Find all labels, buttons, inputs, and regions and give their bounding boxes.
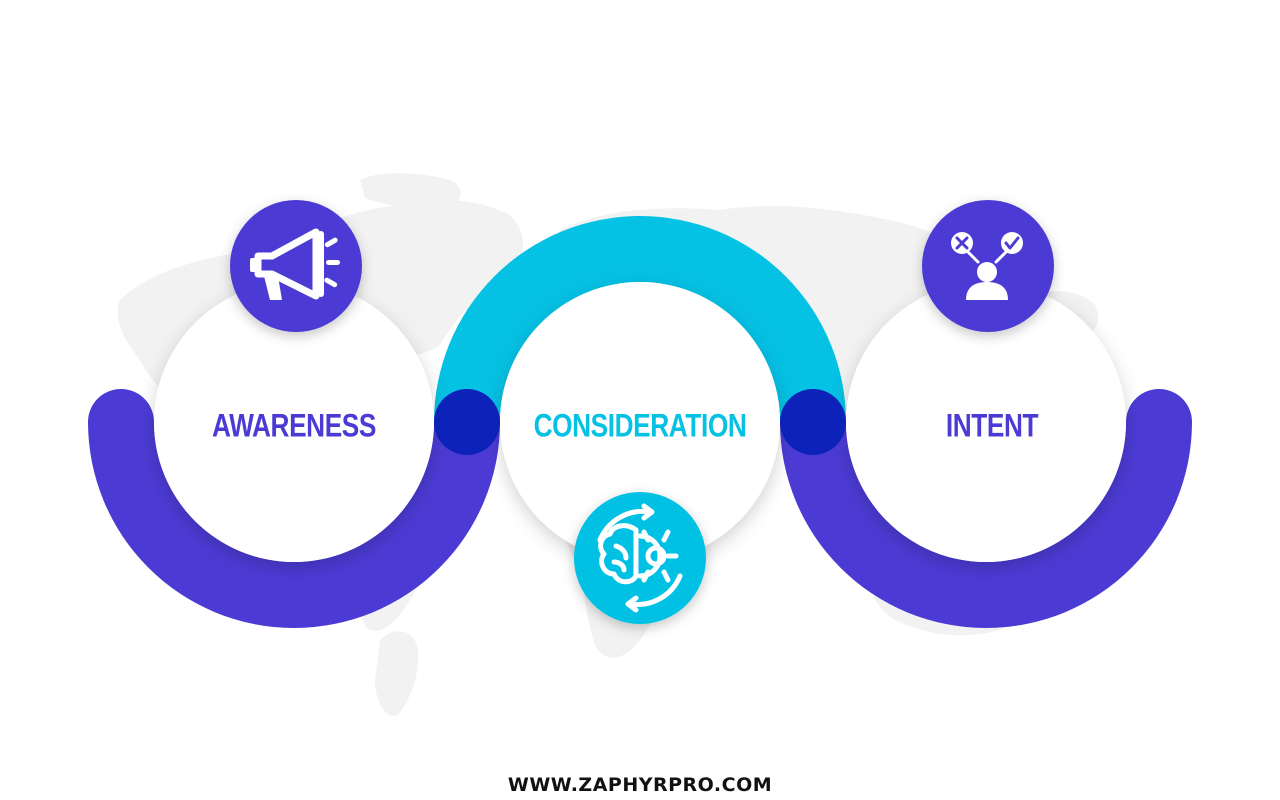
person-decision-icon <box>922 200 1054 332</box>
intent-arc <box>780 422 1192 628</box>
stage-label-awareness: AWARENESS <box>212 409 376 444</box>
stage-label-consideration: CONSIDERATION <box>534 409 747 444</box>
awareness-circle <box>154 282 434 562</box>
intent-arc-cap <box>1126 389 1192 455</box>
consideration-circle <box>500 282 780 562</box>
megaphone-icon <box>230 200 362 332</box>
footer-url[interactable]: WWW.ZAPHYRPRO.COM <box>507 774 773 796</box>
consideration-arc <box>434 216 846 422</box>
awareness-arc-cap <box>88 389 154 455</box>
intent-circle <box>846 282 1126 562</box>
awareness-arc <box>88 422 500 628</box>
joint-right <box>780 389 846 455</box>
stage-label-intent: INTENT <box>946 409 1039 444</box>
brain-gear-icon <box>574 492 706 624</box>
joint-left <box>434 389 500 455</box>
